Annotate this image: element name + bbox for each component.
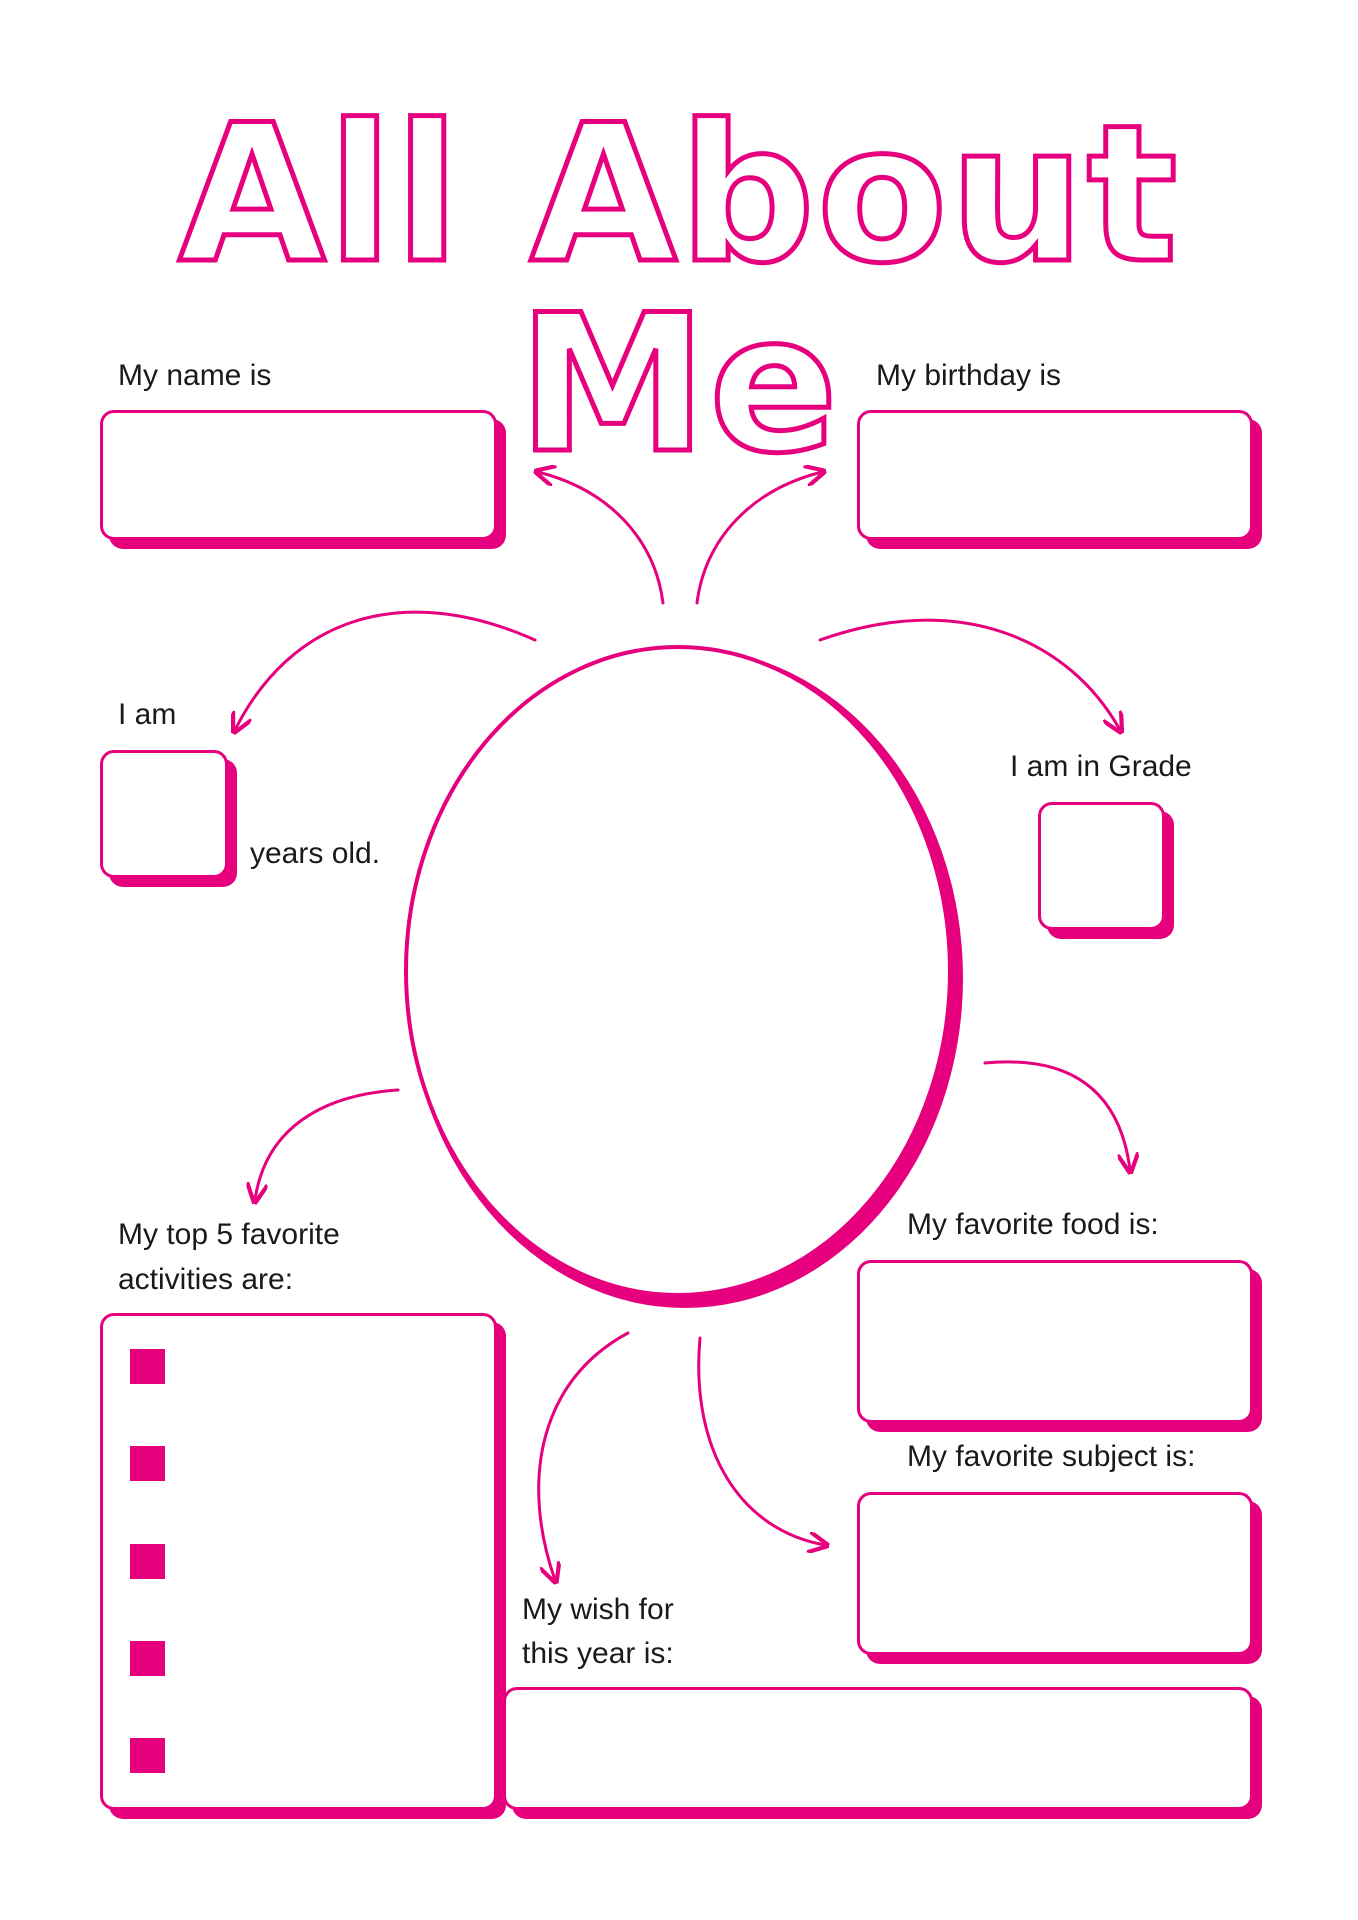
- food-box[interactable]: [857, 1260, 1253, 1423]
- activity-bullet-5: [130, 1738, 165, 1773]
- activities-label-line2: activities are:: [118, 1263, 294, 1296]
- activities-box[interactable]: [100, 1313, 497, 1810]
- birthday-label: My birthday is: [876, 359, 1062, 392]
- subject-box[interactable]: [857, 1492, 1253, 1655]
- arrow-to-food: [983, 1060, 1130, 1170]
- activity-bullet-1: [130, 1349, 165, 1384]
- name-box[interactable]: [100, 410, 497, 540]
- activity-bullet-3: [130, 1544, 165, 1579]
- grade-box[interactable]: [1038, 802, 1165, 930]
- arrow-to-birthday: [695, 472, 822, 605]
- arrow-to-wish: [537, 1331, 630, 1580]
- activity-bullet-4: [130, 1641, 165, 1676]
- wish-label-line2: this year is:: [522, 1637, 674, 1670]
- name-label: My name is: [118, 359, 272, 392]
- arrow-to-grade: [818, 618, 1120, 730]
- birthday-box[interactable]: [857, 410, 1253, 540]
- subject-label: My favorite subject is:: [907, 1440, 1196, 1473]
- page-title: All About Me: [176, 84, 1180, 495]
- arrow-to-age: [235, 610, 537, 730]
- age-suffix-label: years old.: [250, 837, 381, 870]
- activity-bullet-2: [130, 1446, 165, 1481]
- grade-label: I am in Grade: [1010, 750, 1192, 783]
- arrow-to-activities: [255, 1088, 400, 1200]
- arrow-to-subject: [697, 1336, 825, 1545]
- arrow-to-name: [538, 472, 665, 605]
- age-box[interactable]: [100, 750, 228, 878]
- age-label: I am: [118, 698, 177, 731]
- wish-box[interactable]: [503, 1687, 1253, 1810]
- activities-label-line1: My top 5 favorite: [118, 1218, 340, 1251]
- food-label: My favorite food is:: [907, 1208, 1159, 1241]
- portrait-oval: [404, 645, 952, 1297]
- wish-label-line1: My wish for: [522, 1593, 674, 1626]
